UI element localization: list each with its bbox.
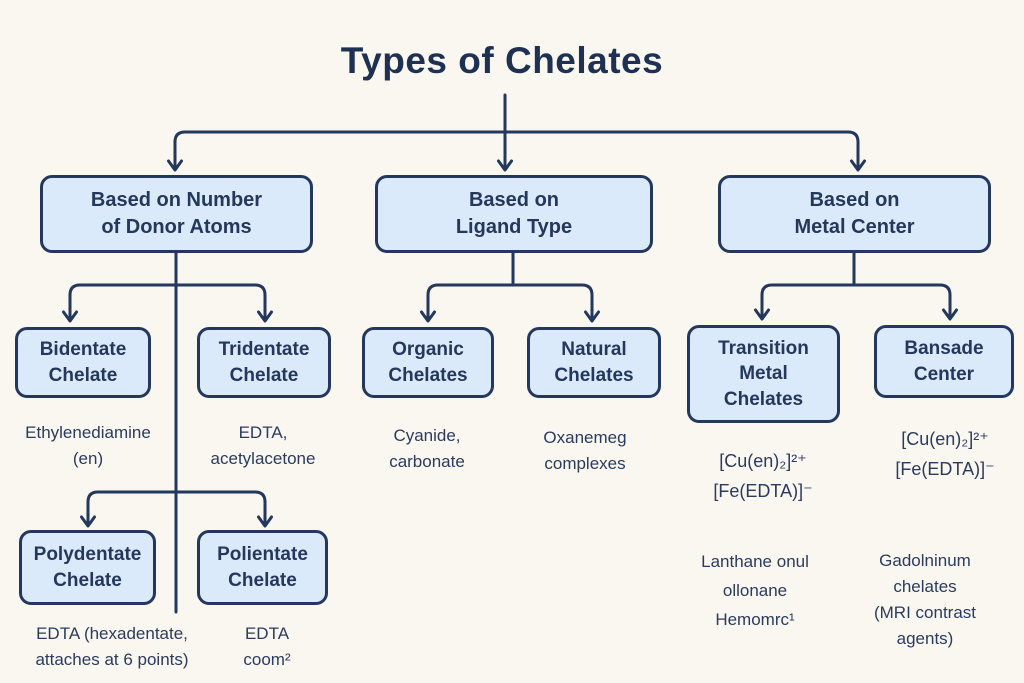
arrowhead [584,310,600,323]
arrowhead [754,308,770,321]
example-natural: Oxanemeg complexes [543,428,627,473]
example-tridentate: EDTA, acetylacetone [210,423,316,468]
example-polientate: EDTA coom² [243,624,291,669]
node-label: Transition Metal Chelates [718,337,809,410]
branch-box-ligand-type: Based on Ligand Type [375,175,653,253]
node-box-bansade-center: Bansade Center [874,325,1014,398]
fan-left-2 [86,490,267,526]
node-label: Bidentate Chelate [39,338,127,386]
node-box-organic-chelates: Organic Chelates [362,327,494,398]
node-box-polydentate: Polydentate Chelate [19,530,156,605]
fan-left-1 [68,283,267,321]
example-bansade: [Cu(en)₂]²⁺ [Fe(EDTA)]⁻ [895,429,995,479]
arrowhead [62,310,78,323]
node-box-natural-chelates: Natural Chelates [527,327,661,398]
arrowhead [942,308,958,321]
node-box-bidentate: Bidentate Chelate [15,327,151,398]
node-label: Polientate Chelate [217,543,308,591]
branch-label: Based on Number of Donor Atoms [90,189,263,238]
node-box-tridentate: Tridentate Chelate [197,327,331,398]
example-transition-metal: [Cu(en)₂]²⁺ [Fe(EDTA)]⁻ [713,451,813,501]
arrowhead [497,159,513,172]
note-lanthanide: Lanthane onul ollonane Hemomrc¹ [701,552,809,629]
node-box-transition-metal: Transition Metal Chelates [687,325,840,423]
node-label: Bansade Center [904,337,984,385]
arrowhead [850,159,866,172]
node-box-polientate: Polientate Chelate [197,530,328,605]
arrowhead [257,515,273,528]
branch-box-donor-atoms: Based on Number of Donor Atoms [40,175,313,253]
arrowhead [80,515,96,528]
note-gadolinium: Gadolninum chelates (MRI contrast agents… [873,551,977,648]
arrowhead [420,310,436,323]
node-label: Organic Chelates [388,338,468,386]
diagram-title: Types of Chelates [340,40,664,81]
fan-right [760,283,952,319]
branch-label: Based on Ligand Type [455,189,573,238]
fan-top [173,130,860,170]
example-polydentate: EDTA (hexadentate, attaches at 6 points) [35,624,189,669]
node-label: Natural Chelates [554,338,634,386]
arrowhead [257,310,273,323]
example-bidentate: Ethylenediamine (en) [25,423,151,468]
arrowhead [167,159,183,172]
node-label: Polydentate Chelate [33,543,142,591]
branch-box-metal-center: Based on Metal Center [718,175,991,253]
example-organic: Cyanide, carbonate [389,426,465,471]
node-label: Tridentate Chelate [218,338,310,386]
fan-middle [426,283,594,321]
branch-label: Based on Metal Center [794,189,915,238]
